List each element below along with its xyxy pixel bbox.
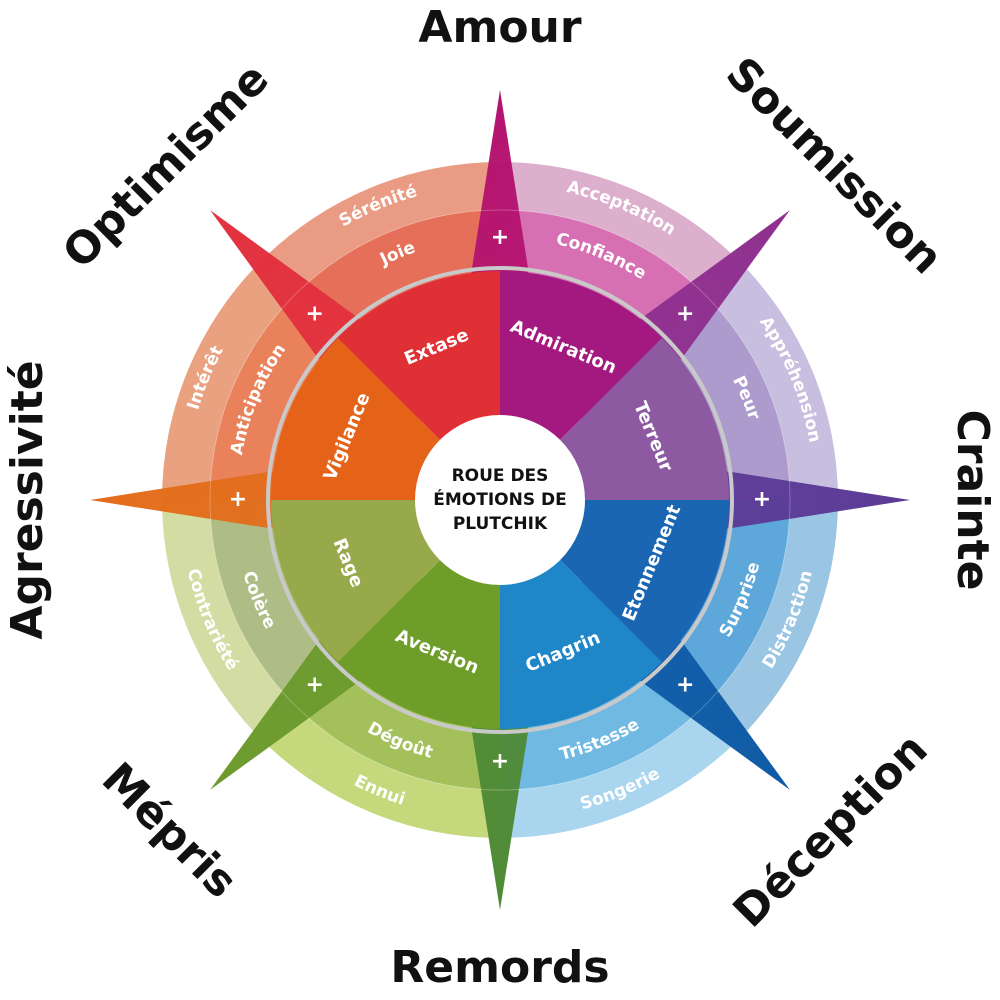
inner-ring-border — [266, 266, 734, 734]
middle-ring-segment — [661, 500, 790, 706]
middle-ring-segment — [661, 294, 790, 500]
middle-ring-segment — [294, 210, 500, 339]
outer-ring-segment — [705, 260, 838, 500]
center-title-line: PLUTCHIK — [453, 514, 548, 534]
plus-sign: + — [676, 302, 694, 327]
middle-ring-segment — [500, 210, 706, 339]
plus-sign: + — [306, 672, 324, 697]
outer-ring-segment — [260, 162, 500, 295]
plus-sign: + — [306, 302, 324, 327]
plus-sign: + — [753, 487, 771, 512]
outer-ring-segment — [162, 260, 295, 500]
plus-sign: + — [676, 672, 694, 697]
dyad-label: Crainte — [947, 410, 998, 591]
outer-ring-segment — [705, 500, 838, 740]
center-title-line: ROUE DES — [452, 466, 549, 486]
plus-sign: + — [229, 487, 247, 512]
dyad-label: Remords — [390, 942, 609, 993]
outer-ring-segment — [260, 705, 500, 838]
middle-ring-segment — [210, 294, 339, 500]
outer-ring-segment — [162, 500, 295, 740]
outer-ring-segment — [500, 705, 740, 838]
plus-sign: + — [491, 749, 509, 774]
dyad-label: Agressivité — [2, 360, 53, 639]
middle-ring-border — [209, 209, 791, 791]
center-circle — [415, 415, 585, 585]
outer-ring-segment — [500, 162, 740, 295]
middle-ring-segment — [210, 500, 339, 706]
plus-sign: + — [491, 225, 509, 250]
center-title-line: ÉMOTIONS DE — [433, 488, 566, 510]
dyad-label: Amour — [418, 2, 581, 53]
middle-ring-segment — [500, 661, 706, 790]
middle-ring-segment — [294, 661, 500, 790]
